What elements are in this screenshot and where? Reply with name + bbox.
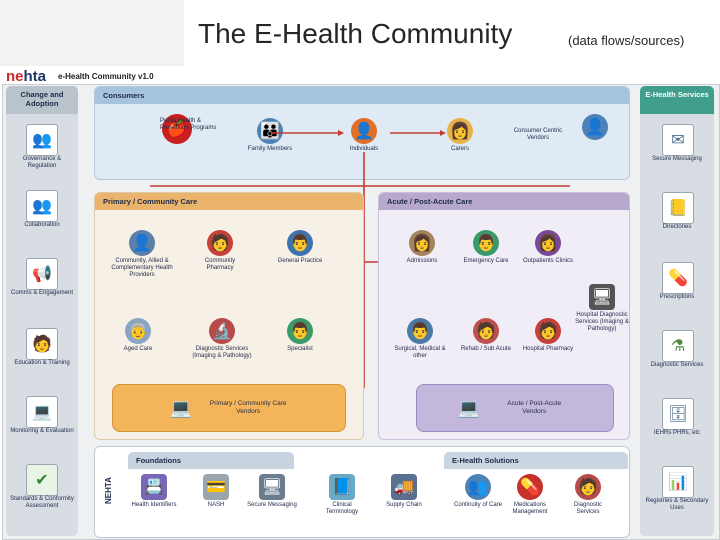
care-team-icon: 👥 <box>465 474 491 500</box>
emergency-icon: 👨 <box>473 230 499 256</box>
doctor-icon: 👨 <box>287 230 313 256</box>
primary-community-pharmacy[interactable]: 🧑 Community Pharmacy <box>192 230 248 272</box>
team-icon: 👥 <box>26 190 58 222</box>
primary-general-practice[interactable]: 👨 General Practice <box>272 230 328 265</box>
primary-care-vendors[interactable]: 💻 Primary / Community Care Vendors <box>112 384 346 432</box>
primary-community-allied[interactable]: 👤 Community, Allied & Complementary Heal… <box>102 230 182 279</box>
service-registries[interactable]: 📊 Registries & Secondary Uses <box>645 466 709 512</box>
provider-icon: 👤 <box>129 230 155 256</box>
acute-surgical-medical[interactable]: 👨 Surgical, Medical & other <box>388 318 452 360</box>
sidebar-item-education[interactable]: 🧑 Education & Training <box>10 328 74 367</box>
hospital-pharmacy-icon: 🧑 <box>535 318 561 344</box>
service-diagnostic[interactable]: ⚗ Diagnostic Services <box>645 330 709 369</box>
consumer-individuals[interactable]: 👤 Individuals <box>334 118 394 153</box>
service-directories[interactable]: 📒 Directories <box>645 192 709 231</box>
vendor-laptop-icon: 💻 <box>457 398 481 418</box>
consumers-heading: Consumers <box>95 87 629 104</box>
acute-hospital-pharmacy[interactable]: 🧑 Hospital Pharmacy <box>520 318 576 353</box>
title-left-block <box>0 0 184 66</box>
foundation-clinical-terminology[interactable]: 📘 Clinical Terminology <box>314 474 370 516</box>
consumer-family[interactable]: 👪 Family Members <box>240 118 300 153</box>
sidebar-item-governance[interactable]: 👥 Governance & Regulation <box>10 124 74 170</box>
acute-outpatients[interactable]: 👩 Outpatients Clinics <box>520 230 576 265</box>
pills-database-icon: 💊 <box>662 262 694 294</box>
messaging-icon: ✉ <box>662 124 694 156</box>
chart-database-icon: 📊 <box>662 466 694 498</box>
medication-icon: 💊 <box>517 474 543 500</box>
acute-rehab[interactable]: 🧑 Rehab / Sub Acute <box>458 318 514 353</box>
service-secure-messaging[interactable]: ✉ Secure Messaging <box>645 124 709 163</box>
directory-book-icon: 📒 <box>662 192 694 224</box>
sidebar-item-comms[interactable]: 📢 Comms & Engagement <box>10 258 74 297</box>
acute-care-vendors[interactable]: 💻 Acute / Post-Acute Vendors <box>416 384 614 432</box>
consumer-carers[interactable]: 👩 Carers <box>430 118 490 153</box>
nash-card-icon: 💳 <box>203 474 229 500</box>
primary-diagnostic-services[interactable]: 🔬 Diagnostic Services (Imaging & Patholo… <box>184 318 260 360</box>
sidebar-item-standards[interactable]: ✔ Standards & Conformity Assessment <box>10 464 74 510</box>
people-meeting-icon: 👥 <box>26 124 58 156</box>
slide-title: The E-Health Community <box>198 18 513 49</box>
checkmark-icon: ✔ <box>26 464 58 496</box>
rehab-icon: 🧑 <box>473 318 499 344</box>
service-prescriptions[interactable]: 💊 Prescriptions <box>645 262 709 301</box>
hospital-diagnostics-icon: 🖥 <box>589 284 615 310</box>
flask-database-icon: ⚗ <box>662 330 694 362</box>
diagnostic-person-icon: 🧑 <box>575 474 601 500</box>
computer-icon: 🖥 <box>259 474 285 500</box>
pharmacist-icon: 🧑 <box>207 230 233 256</box>
acute-emergency-care[interactable]: 👨 Emergency Care <box>458 230 514 265</box>
consumer-vendors[interactable]: 👤 Consumer Centric Vendors <box>510 114 620 141</box>
left-sidebar-heading: Change and Adoption <box>6 86 78 114</box>
records-database-icon: 🗄 <box>662 398 694 430</box>
speaker-icon: 📢 <box>26 258 58 290</box>
lab-technician-icon: 🔬 <box>209 318 235 344</box>
sidebar-item-collaboration[interactable]: 👥 Collaboration <box>10 190 74 229</box>
primary-aged-care[interactable]: 👵 Aged Care <box>108 318 168 353</box>
sidebar-item-monitoring[interactable]: 💻 Monitoring & Evaluation <box>10 396 74 435</box>
service-iehrs[interactable]: 🗄 IEHRs PHRs, etc <box>645 398 709 437</box>
foundations-heading: Foundations <box>128 452 294 469</box>
logo-caption: e-Health Community v1.0 <box>58 72 154 81</box>
carer-icon: 👩 <box>447 118 473 144</box>
slide-subtitle: (data flows/sources) <box>568 33 685 48</box>
truck-icon: 🚚 <box>391 474 417 500</box>
family-icon: 👪 <box>257 118 283 144</box>
nehta-vertical-label: NEHTA <box>104 477 113 504</box>
id-cards-icon: 📇 <box>141 474 167 500</box>
outpatients-icon: 👩 <box>535 230 561 256</box>
solution-diagnostic-services[interactable]: 🧑 Diagnostic Services <box>560 474 616 516</box>
foundation-secure-messaging[interactable]: 🖥 Secure Messaging <box>244 474 300 509</box>
right-sidebar-heading: E-Health Services <box>640 86 714 114</box>
primary-care-heading: Primary / Community Care <box>95 193 363 210</box>
aged-care-icon: 👵 <box>125 318 151 344</box>
monitor-icon: 💻 <box>26 396 58 428</box>
vendor-person-icon: 👤 <box>582 114 608 140</box>
terminology-book-icon: 📘 <box>329 474 355 500</box>
person-icon: 👤 <box>351 118 377 144</box>
foundation-nash[interactable]: 💳 NASH <box>188 474 244 509</box>
specialist-icon: 👨 <box>287 318 313 344</box>
solution-continuity-of-care[interactable]: 👥 Continuity of Care <box>450 474 506 509</box>
solution-medications-management[interactable]: 💊 Medications Management <box>500 474 560 516</box>
acute-hospital-diagnostics[interactable]: 🖥 Hospital Diagnostic Services (Imaging … <box>574 284 630 333</box>
consumer-public-health[interactable]: 🍎 Public Health & Prevention Programs <box>122 114 232 144</box>
acute-admissions[interactable]: 👩 Admissions <box>394 230 450 265</box>
acute-care-heading: Acute / Post-Acute Care <box>379 193 629 210</box>
foundation-health-identifiers[interactable]: 📇 Health Identifiers <box>124 474 184 509</box>
presenter-icon: 🧑 <box>26 328 58 360</box>
surgeon-icon: 👨 <box>407 318 433 344</box>
admissions-icon: 👩 <box>409 230 435 256</box>
right-sidebar: E-Health Services <box>640 86 714 536</box>
ehealth-solutions-heading: E-Health Solutions <box>444 452 628 469</box>
primary-specialist[interactable]: 👨 Specialist <box>272 318 328 353</box>
left-sidebar: Change and Adoption <box>6 86 78 536</box>
apple-icon: 🍎 <box>162 114 192 144</box>
foundation-supply-chain[interactable]: 🚚 Supply Chain <box>376 474 432 509</box>
nehta-logo: nehta <box>6 68 47 85</box>
vendor-laptop-icon: 💻 <box>169 398 193 418</box>
